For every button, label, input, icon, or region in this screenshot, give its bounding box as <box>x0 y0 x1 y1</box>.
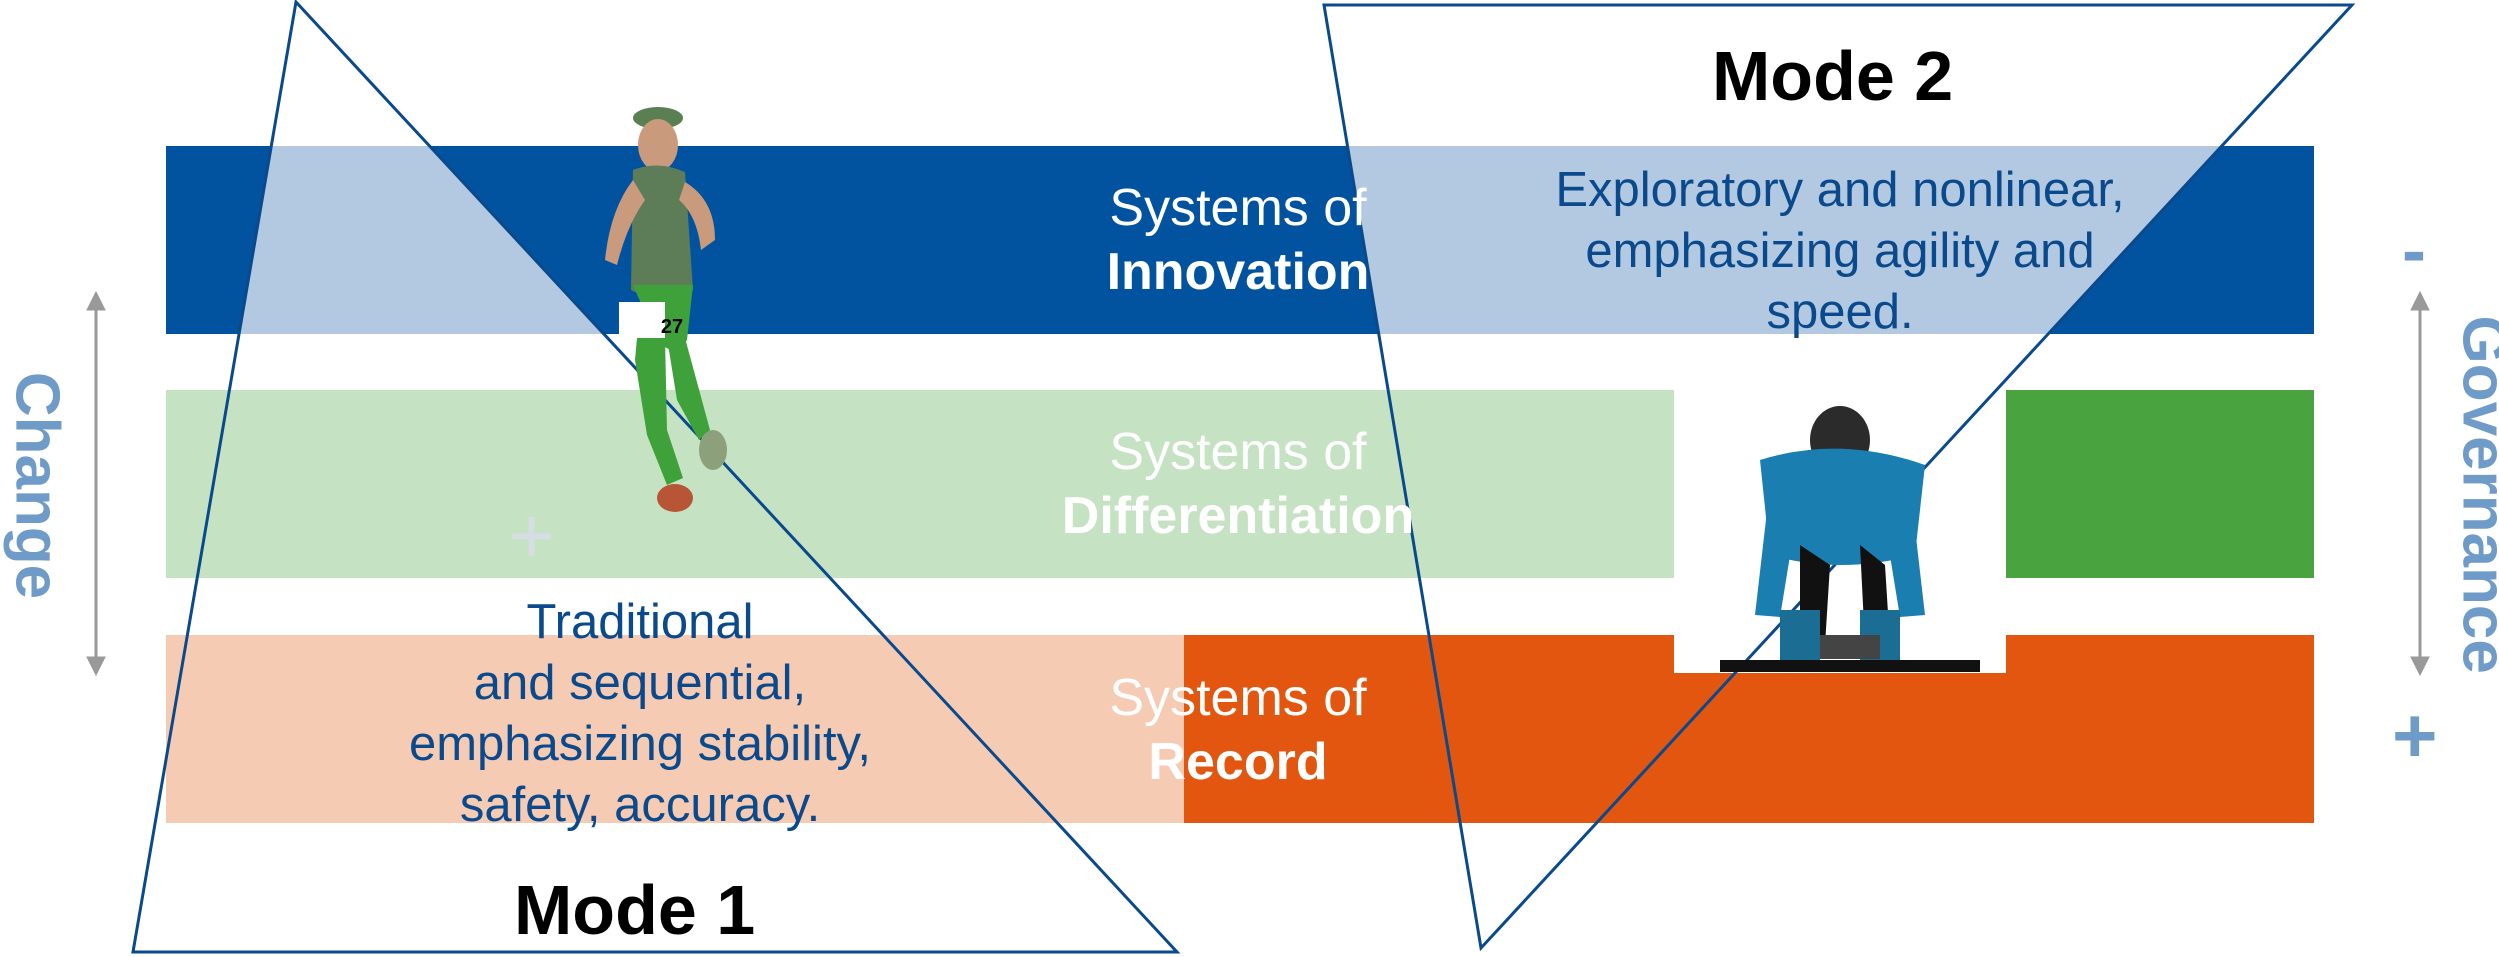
mode2-desc-line-2: emphasizing agility and <box>1585 224 2095 278</box>
record-light <box>166 635 1184 823</box>
runner-plus-mark: + <box>508 491 555 580</box>
mode1-desc-line-1: Traditional <box>526 595 754 649</box>
label-record-prefix: Systems of <box>1109 669 1367 727</box>
change-arrow <box>86 290 106 677</box>
mode2-description: Exploratory and nonlinear, emphasizing a… <box>1500 160 2180 343</box>
differentiation-light <box>166 390 1674 578</box>
mode1-description: Traditional and sequential, emphasizing … <box>330 592 950 836</box>
label-differentiation: Systems of Differentiation <box>1038 420 1438 548</box>
change-label: Change <box>2 371 72 600</box>
mode2-desc-line-1: Exploratory and nonlinear, <box>1555 163 2125 217</box>
label-innovation-prefix: Systems of <box>1109 179 1367 237</box>
mode1-desc-line-4: safety, accuracy. <box>459 778 821 832</box>
runner-bib-number: 27 <box>661 316 683 338</box>
label-record: Systems of Record <box>1038 666 1438 794</box>
mode2-desc-line-3: speed. <box>1766 285 1914 339</box>
label-innovation: Systems of Innovation <box>1038 176 1438 304</box>
governance-label: Governance <box>2449 315 2499 674</box>
label-differentiation-prefix: Systems of <box>1109 423 1367 481</box>
governance-arrow <box>2410 290 2430 677</box>
runner-figure <box>605 107 727 512</box>
label-differentiation-name: Differentiation <box>1061 487 1415 545</box>
sprinter-figure <box>1720 406 1980 672</box>
governance-minus-symbol: - <box>2402 211 2426 291</box>
mode1-title: Mode 1 <box>514 871 756 949</box>
mode1-desc-line-2: and sequential, <box>473 656 807 710</box>
label-innovation-name: Innovation <box>1106 243 1370 301</box>
label-record-name: Record <box>1148 733 1328 791</box>
mode1-desc-line-3: emphasizing stability, <box>408 717 872 771</box>
mode1-triangle <box>131 0 1181 954</box>
mode2-title: Mode 2 <box>1712 37 1954 115</box>
governance-plus-symbol: + <box>2392 691 2438 779</box>
